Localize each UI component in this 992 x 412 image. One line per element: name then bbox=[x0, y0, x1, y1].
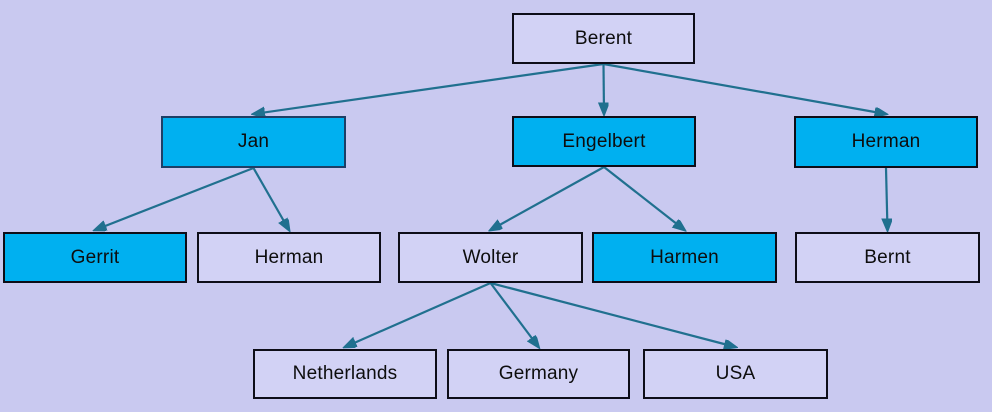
edge-wolter-netherlands bbox=[345, 281, 491, 347]
node-label: Bernt bbox=[864, 246, 911, 268]
node-label: Herman bbox=[254, 246, 324, 268]
node-label: Engelbert bbox=[562, 130, 646, 152]
edge-wolter-germany bbox=[489, 282, 539, 347]
node-label: Gerrit bbox=[70, 246, 120, 268]
node-netherlands[interactable]: Netherlands bbox=[253, 349, 437, 399]
node-berent[interactable]: Berent bbox=[512, 13, 695, 64]
node-gerrit[interactable]: Gerrit bbox=[3, 232, 187, 283]
node-wolter[interactable]: Wolter bbox=[398, 232, 583, 283]
node-label: Berent bbox=[574, 27, 633, 49]
edge-jan-herman2 bbox=[252, 167, 290, 230]
edge-engelbert-harmen bbox=[603, 166, 685, 230]
node-bernt[interactable]: Bernt bbox=[795, 232, 980, 283]
node-label: Netherlands bbox=[292, 363, 398, 384]
node-jan[interactable]: Jan bbox=[161, 116, 346, 168]
edge-berent-engelbert bbox=[604, 63, 605, 114]
node-herman2[interactable]: Herman bbox=[197, 232, 381, 283]
edge-jan-gerrit bbox=[95, 166, 254, 230]
node-germany[interactable]: Germany bbox=[447, 349, 630, 399]
edge-herman-bernt bbox=[886, 167, 888, 230]
node-label: Germany bbox=[498, 363, 579, 384]
node-label: Wolter bbox=[462, 246, 519, 268]
node-label: Harmen bbox=[650, 246, 719, 268]
node-engelbert[interactable]: Engelbert bbox=[512, 116, 696, 167]
node-label: USA bbox=[715, 363, 756, 384]
edge-engelbert-wolter bbox=[491, 166, 605, 230]
node-label: Herman bbox=[851, 131, 921, 152]
edge-berent-herman bbox=[603, 62, 887, 114]
edge-berent-jan bbox=[254, 62, 604, 114]
edge-wolter-usa bbox=[490, 281, 736, 347]
node-usa[interactable]: USA bbox=[643, 349, 828, 399]
node-herman[interactable]: Herman bbox=[794, 116, 978, 168]
node-label: Jan bbox=[237, 131, 270, 152]
node-harmen[interactable]: Harmen bbox=[592, 232, 777, 283]
